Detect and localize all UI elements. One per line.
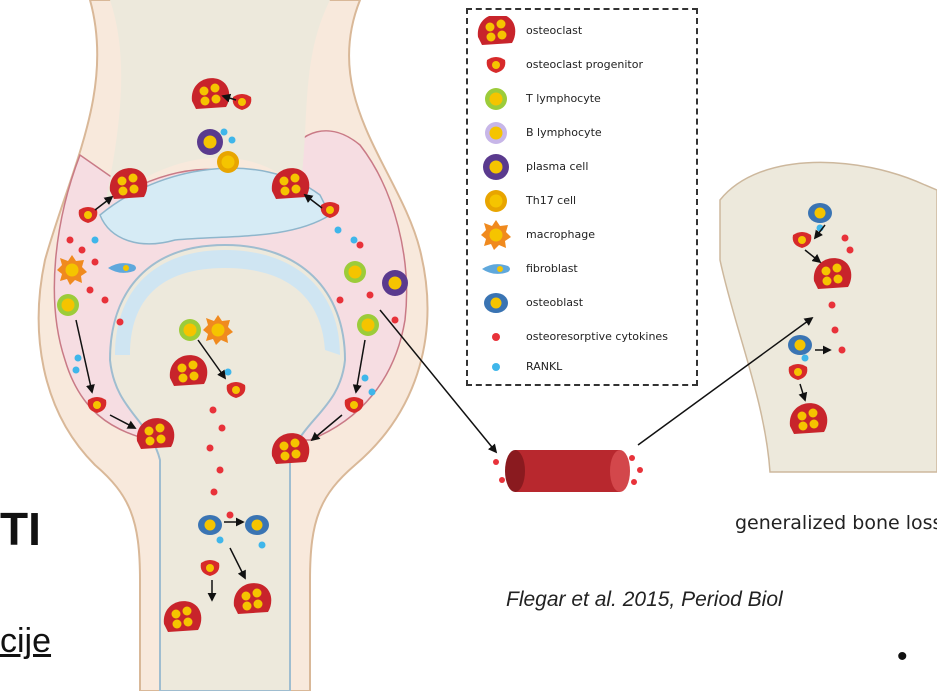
b-lymphocyte-icon: [474, 118, 518, 148]
legend-label: RANKL: [526, 360, 562, 373]
osteoclast-progenitor-icon: [474, 50, 518, 80]
legend-label: osteoclast: [526, 24, 582, 37]
osteoclast-icon: [474, 16, 518, 46]
legend-label: osteoblast: [526, 296, 583, 309]
legend-label: Th17 cell: [526, 194, 576, 207]
slide-heading-fragment: TI: [0, 502, 41, 556]
plasma-cell-icon: [474, 152, 518, 182]
legend-item-b-lymphocyte: B lymphocyte: [468, 118, 696, 148]
th17-cell-icon: [474, 186, 518, 216]
legend-item-plasma-cell: plasma cell: [468, 152, 696, 182]
legend-label: macrophage: [526, 228, 595, 241]
legend-item-rankl: RANKL: [468, 352, 696, 382]
legend-label: B lymphocyte: [526, 126, 602, 139]
legend-item-osteoblast: osteoblast: [468, 288, 696, 318]
legend-item-fibroblast: fibroblast: [468, 254, 696, 284]
osteoblast-icon: [474, 288, 518, 318]
legend-item-macrophage: macrophage: [468, 220, 696, 250]
legend-item-osteoclast-progenitor: osteoclast progenitor: [468, 50, 696, 80]
slide-link-fragment[interactable]: cije: [0, 622, 51, 661]
legend-item-th17-cell: Th17 cell: [468, 186, 696, 216]
legend-item-osteoresorptive-cytokines: osteoresorptive cytokines: [468, 322, 696, 352]
rankl-dot-icon: [474, 352, 518, 382]
legend-item-t-lymphocyte: T lymphocyte: [468, 84, 696, 114]
legend-label: fibroblast: [526, 262, 578, 275]
generalized-bone-loss-label: generalized bone loss: [735, 512, 937, 534]
legend-label: osteoclast progenitor: [526, 58, 643, 71]
legend-label: plasma cell: [526, 160, 588, 173]
legend-label: T lymphocyte: [526, 92, 601, 105]
fibroblast-icon: [474, 254, 518, 284]
blood-vessel: [505, 450, 630, 492]
cytokine-dot-icon: [474, 322, 518, 352]
legend: osteoclast osteoclast progenitor T lymph…: [466, 8, 698, 386]
legend-label: osteoresorptive cytokines: [526, 330, 668, 343]
figure-citation: Flegar et al. 2015, Period Biol: [506, 588, 783, 612]
macrophage-icon: [474, 220, 518, 250]
legend-item-osteoclast: osteoclast: [468, 16, 696, 46]
t-lymphocyte-icon: [474, 84, 518, 114]
slide-bullet: •: [897, 640, 908, 674]
